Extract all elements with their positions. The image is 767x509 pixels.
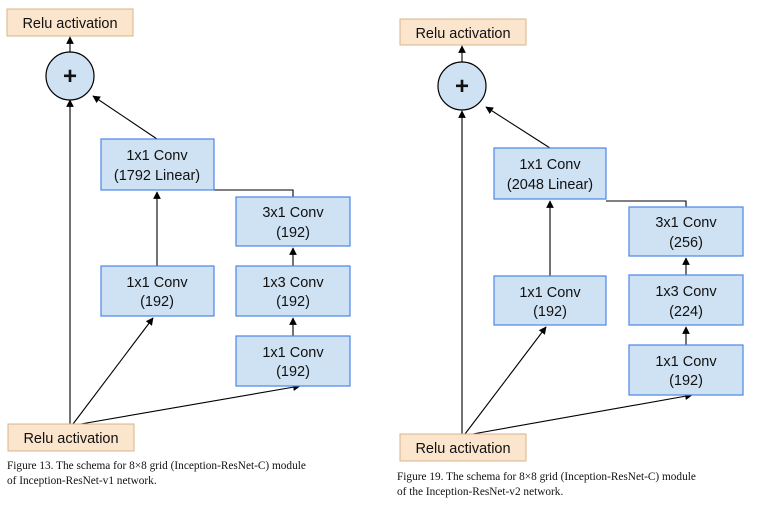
conv-1x3-label-line1: 1x3 Conv bbox=[262, 275, 324, 291]
conv-1x1-left-label-line1: 1x1 Conv bbox=[126, 275, 188, 291]
conv-1x1-bottom-box bbox=[235, 335, 351, 387]
relu-activation-bottom-label: Relu activation bbox=[23, 431, 118, 447]
conv-1x1-linear-label-line1: 1x1 Conv bbox=[126, 148, 188, 164]
conv-1x1-linear-box bbox=[493, 147, 607, 200]
figure-19-caption-line1: Figure 19. The schema for 8×8 grid (Ince… bbox=[397, 471, 696, 483]
sum-plus-sign: + bbox=[455, 73, 469, 100]
conv-3x1-box bbox=[235, 196, 351, 247]
edge-relu-to-bottom-conv bbox=[466, 392, 693, 436]
edge-3x1-to-linear bbox=[214, 189, 294, 197]
conv-1x3-label-line1: 1x3 Conv bbox=[655, 284, 717, 300]
conv-1x1-left-label-line2: (192) bbox=[140, 294, 174, 310]
figure-13-caption: Figure 13. The schema for 8×8 grid (Ince… bbox=[7, 459, 306, 489]
conv-1x1-left-label-line2: (192) bbox=[533, 304, 567, 320]
conv-1x3-box bbox=[628, 274, 744, 326]
conv-1x1-bottom-label-line1: 1x1 Conv bbox=[655, 354, 717, 370]
edge-3x1-to-linear bbox=[606, 200, 687, 207]
edge-linear-to-sum bbox=[92, 95, 158, 140]
relu-activation-bottom-box bbox=[399, 433, 527, 462]
conv-1x1-left-label-line1: 1x1 Conv bbox=[519, 285, 581, 301]
relu-activation-bottom-box bbox=[7, 423, 135, 452]
sum-plus-sign: + bbox=[63, 63, 77, 90]
conv-1x1-bottom-label-line1: 1x1 Conv bbox=[262, 345, 324, 361]
edge-linear-to-sum bbox=[485, 106, 551, 149]
edge-relu-to-left-conv bbox=[72, 317, 154, 425]
conv-1x3-box bbox=[235, 265, 351, 317]
conv-3x1-label-line1: 3x1 Conv bbox=[262, 205, 324, 221]
conv-3x1-box bbox=[628, 206, 744, 257]
conv-1x1-linear-label-line1: 1x1 Conv bbox=[519, 157, 581, 173]
figure-19-caption-line2: of the Inception-ResNet-v2 network. bbox=[397, 486, 564, 498]
conv-1x1-left-box bbox=[493, 275, 607, 326]
relu-activation-top-box bbox=[6, 8, 134, 37]
conv-3x1-label-line2: (192) bbox=[276, 225, 310, 241]
sum-node bbox=[437, 61, 487, 111]
conv-1x1-bottom-label-line2: (192) bbox=[669, 373, 703, 389]
conv-1x1-bottom-box bbox=[628, 344, 744, 396]
conv-1x1-linear-box bbox=[100, 138, 215, 191]
figure-13-caption-line1: Figure 13. The schema for 8×8 grid (Ince… bbox=[7, 460, 306, 472]
conv-1x1-bottom-label-line2: (192) bbox=[276, 364, 310, 380]
edge-relu-to-left-conv bbox=[464, 326, 547, 435]
relu-activation-top-label: Relu activation bbox=[22, 16, 117, 32]
figure-13-caption-line2: of Inception-ResNet-v1 network. bbox=[7, 475, 157, 487]
relu-activation-bottom-label: Relu activation bbox=[415, 441, 510, 457]
conv-3x1-label-line2: (256) bbox=[669, 235, 703, 251]
relu-activation-top-box bbox=[399, 18, 527, 46]
figure-13-diagram: Relu activation + 1x1 Conv (1792 Linear)… bbox=[6, 8, 351, 452]
conv-3x1-label-line1: 3x1 Conv bbox=[655, 215, 717, 231]
relu-activation-top-label: Relu activation bbox=[415, 26, 510, 42]
conv-1x3-label-line2: (224) bbox=[669, 304, 703, 320]
edge-relu-to-bottom-conv bbox=[74, 383, 301, 426]
conv-1x3-label-line2: (192) bbox=[276, 294, 310, 310]
conv-1x1-linear-label-line2: (2048 Linear) bbox=[507, 177, 593, 193]
figure-19-caption: Figure 19. The schema for 8×8 grid (Ince… bbox=[397, 470, 696, 500]
conv-1x1-left-box bbox=[100, 265, 215, 317]
sum-node bbox=[45, 51, 95, 101]
conv-1x1-linear-label-line2: (1792 Linear) bbox=[114, 168, 200, 184]
figure-19-diagram: Relu activation + 1x1 Conv (2048 Linear)… bbox=[399, 18, 744, 462]
